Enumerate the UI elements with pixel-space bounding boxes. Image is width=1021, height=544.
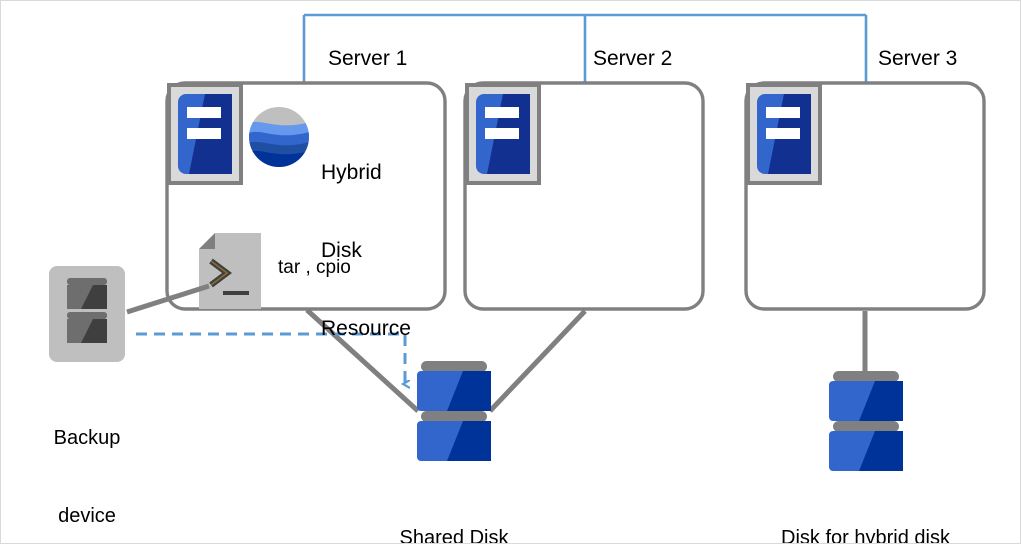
server-label-2: Server 2 — [593, 47, 673, 70]
backup-device-label: Backup device — [27, 373, 147, 543]
connector-server1-to-shared-disk — [305, 308, 420, 413]
shared-disk-label-line: Shared Disk — [399, 527, 509, 544]
backup-tape-device-icon[interactable] — [49, 266, 125, 362]
hybrid-disk-resource-line: Hybrid — [321, 161, 382, 184]
server-label-1: Server 1 — [328, 47, 408, 70]
shared-disk-label: Shared Disk for hybrid disk resource — [334, 473, 574, 544]
server3-disk-label: Disk for hybrid disk resource — [758, 473, 973, 544]
server-icon — [746, 83, 822, 185]
hybrid-disk-resource-line: Disk — [321, 239, 362, 262]
server-icon — [465, 83, 541, 185]
disk-stack-icon[interactable] — [417, 361, 491, 461]
globe-waves-icon — [249, 107, 309, 167]
terminal-script-icon — [199, 233, 261, 309]
server-icon — [167, 83, 243, 185]
hybrid-disk-resource-line: Resource — [321, 317, 411, 340]
backup-device-label-line: Backup — [53, 427, 121, 449]
disk-stack-icon[interactable] — [829, 371, 903, 471]
connector-server2-to-shared-disk — [488, 309, 587, 413]
network-bus-line — [302, 13, 868, 83]
backup-tools-label: tar , cpio — [278, 257, 351, 278]
server3-disk-label-line: Disk for hybrid disk — [781, 527, 950, 544]
backup-device-label-line: device — [58, 505, 116, 527]
server-label-3: Server 3 — [878, 47, 958, 70]
connector-backup-to-server1 — [126, 283, 210, 315]
hybrid-disk-resource-label: Hybrid Disk Resource — [321, 108, 411, 394]
